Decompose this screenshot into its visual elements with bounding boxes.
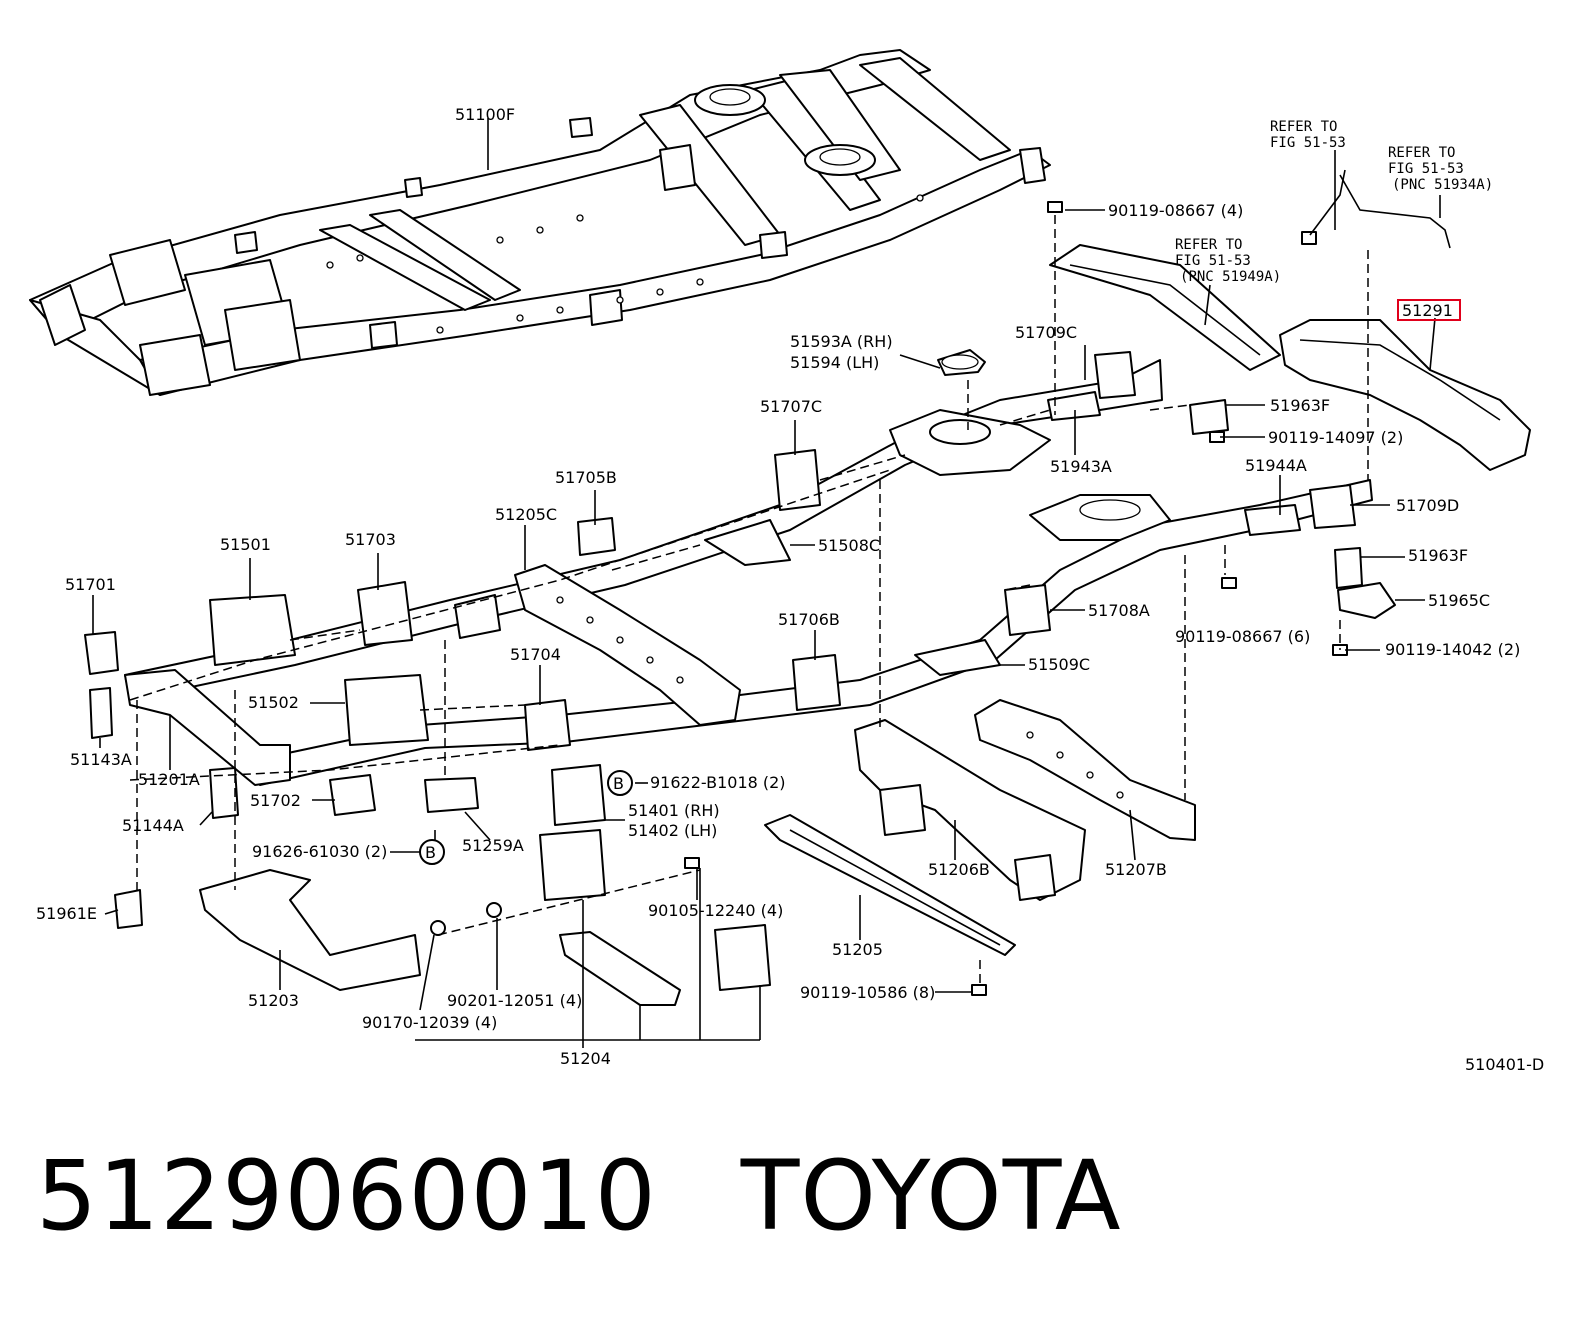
label-51259A: 51259A — [462, 836, 524, 855]
label-51963F-lower: 51963F — [1408, 546, 1468, 565]
refer-note-3-line2: FIG 51-53 — [1175, 253, 1251, 269]
diagram-code: 510401-D — [1465, 1055, 1544, 1074]
label-51508C: 51508C — [818, 536, 880, 555]
label-51709D: 51709D — [1396, 496, 1459, 515]
label-51703: 51703 — [345, 530, 396, 549]
bracket-51701 — [84, 631, 119, 675]
label-51709C: 51709C — [1015, 323, 1077, 342]
label-51501: 51501 — [220, 535, 271, 554]
label-51502: 51502 — [248, 693, 299, 712]
part-labels: 51100F 90119-08667 (4) 51291 51593A (RH)… — [36, 105, 1544, 1074]
label-90119-08667-4: 90119-08667 (4) — [1108, 201, 1243, 220]
label-90105-12240: 90105-12240 (4) — [648, 901, 783, 920]
label-91626-61030: 91626-61030 (2) — [252, 842, 387, 861]
label-51100F: 51100F — [455, 105, 515, 124]
marker-b-lower: B — [425, 843, 436, 862]
label-91622-B1018: 91622-B1018 (2) — [650, 773, 786, 792]
label-51594: 51594 (LH) — [790, 353, 879, 372]
label-51206B: 51206B — [928, 860, 990, 879]
label-51401: 51401 (RH) — [628, 801, 720, 820]
label-51207B: 51207B — [1105, 860, 1167, 879]
refer-note-2-line3: (PNC 51934A) — [1392, 177, 1493, 193]
label-51965C: 51965C — [1428, 591, 1490, 610]
refer-note-1-line1: REFER TO — [1270, 119, 1337, 135]
label-51143A: 51143A — [70, 750, 132, 769]
refer-note-2-line1: REFER TO — [1388, 145, 1455, 161]
refer-note-3-line1: REFER TO — [1175, 237, 1242, 253]
label-51201A: 51201A — [138, 770, 200, 789]
footer-brand: TOYOTA — [740, 1140, 1122, 1252]
label-90119-10586: 90119-10586 (8) — [800, 983, 935, 1002]
footer-part-number: 5129060010 — [36, 1140, 657, 1252]
label-51701: 51701 — [65, 575, 116, 594]
label-51291: 51291 — [1402, 301, 1453, 320]
label-51205C: 51205C — [495, 505, 557, 524]
label-51593A: 51593A (RH) — [790, 332, 893, 351]
label-90119-14042: 90119-14042 (2) — [1385, 640, 1520, 659]
refer-note-1-line2: FIG 51-53 — [1270, 135, 1346, 151]
label-51706B: 51706B — [778, 610, 840, 629]
label-51204: 51204 — [560, 1049, 611, 1068]
footer-caption: 5129060010 TOYOTA — [36, 1140, 1122, 1252]
exploded-frame-drawing — [84, 150, 1531, 1048]
refer-note-2-line2: FIG 51-53 — [1388, 161, 1464, 177]
label-51144A: 51144A — [122, 816, 184, 835]
marker-b-upper: B — [613, 774, 624, 793]
label-90119-08667-6: 90119-08667 (6) — [1175, 627, 1310, 646]
label-51707C: 51707C — [760, 397, 822, 416]
label-51509C: 51509C — [1028, 655, 1090, 674]
frame-assembly-drawing — [29, 49, 1051, 396]
label-51961E: 51961E — [36, 904, 97, 923]
label-51705B: 51705B — [555, 468, 617, 487]
label-51702: 51702 — [250, 791, 301, 810]
label-51944A: 51944A — [1245, 456, 1307, 475]
label-51402: 51402 (LH) — [628, 821, 717, 840]
frame-parts-diagram: 51100F 90119-08667 (4) 51291 51593A (RH)… — [29, 49, 1544, 1074]
refer-note-3-line3: (PNC 51949A) — [1180, 269, 1281, 285]
label-90170-12039: 90170-12039 (4) — [362, 1013, 497, 1032]
label-90201-12051: 90201-12051 (4) — [447, 991, 582, 1010]
label-51203: 51203 — [248, 991, 299, 1010]
label-51963F-upper: 51963F — [1270, 396, 1330, 415]
highlight-box-51291 — [1397, 299, 1461, 321]
label-90119-14097: 90119-14097 (2) — [1268, 428, 1403, 447]
label-51704: 51704 — [510, 645, 561, 664]
label-51205: 51205 — [832, 940, 883, 959]
label-51943A: 51943A — [1050, 457, 1112, 476]
label-51708A: 51708A — [1088, 601, 1150, 620]
